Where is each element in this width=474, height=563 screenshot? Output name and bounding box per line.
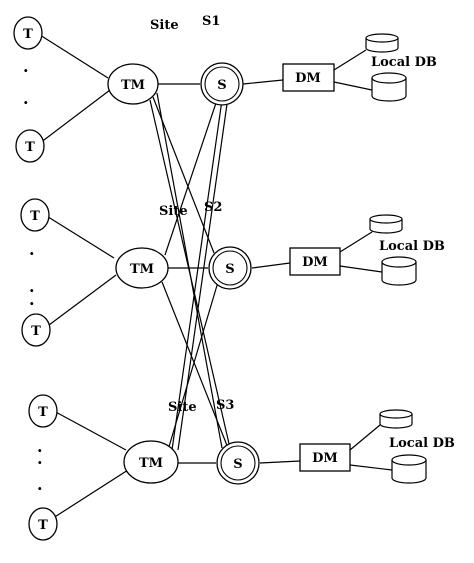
dm-label: DM — [312, 451, 338, 466]
terminal-label: T — [38, 405, 48, 420]
database-cylinder — [391, 454, 427, 484]
scheduler-node: S — [200, 62, 244, 106]
edge-t-tm — [39, 34, 109, 79]
terminal-node: T — [28, 507, 58, 541]
local-db-label: Local DB — [389, 436, 455, 451]
tm-node: TM — [123, 440, 179, 484]
local-db-label: Local DB — [379, 239, 445, 254]
database-cylinder — [381, 256, 417, 286]
tm-label: TM — [130, 262, 154, 277]
tm-label: TM — [121, 78, 145, 93]
connector-lines — [39, 34, 393, 521]
site-id: S3 — [216, 398, 234, 413]
terminal-label: T — [38, 518, 48, 533]
scheduler-label: S — [217, 78, 226, 93]
tm-node: TM — [107, 63, 159, 105]
site-label: Site — [150, 18, 179, 33]
terminal-node: T — [15, 129, 45, 163]
ellipsis-dot: . — [37, 475, 43, 494]
edge-tm2-s3 — [161, 281, 229, 449]
edge-t-tm — [44, 214, 115, 259]
tm-label: TM — [139, 456, 163, 471]
ellipsis-dot: . — [23, 57, 29, 76]
database-cylinder — [365, 33, 399, 53]
ellipsis-dot: . — [29, 290, 35, 309]
site-2: Site S2 T . . . T TM S DM — [20, 198, 445, 347]
edge-t-tm — [51, 409, 127, 451]
tm-node: TM — [115, 247, 169, 289]
site-label: Site — [159, 204, 188, 219]
edge-tm1-s3 — [149, 99, 231, 449]
terminal-label: T — [31, 324, 41, 339]
edge-dm-db — [339, 265, 383, 273]
ellipsis-dot: . — [37, 437, 43, 456]
scheduler-node: S — [208, 246, 252, 290]
terminal-node: T — [20, 198, 50, 232]
database-cylinder — [379, 409, 413, 429]
ellipsis-dot: . — [23, 119, 29, 138]
terminal-label: T — [25, 140, 35, 155]
site-label: Site — [168, 400, 197, 415]
edge-dm-db — [333, 49, 367, 71]
edge-t-tm — [49, 469, 129, 521]
dm-node: DM — [282, 63, 335, 92]
ellipsis-dot: . — [23, 89, 29, 108]
edge-t-tm — [44, 274, 117, 329]
database-cylinder — [369, 214, 403, 234]
edge-tm3-s1 — [177, 96, 229, 451]
site-3: Site S3 T . . . T TM S DM — [28, 394, 455, 541]
ellipsis-dot: . — [29, 240, 35, 259]
dm-node: DM — [299, 443, 351, 472]
dm-label: DM — [302, 255, 328, 270]
scheduler-label: S — [225, 262, 234, 277]
edge-dm-db — [333, 81, 373, 91]
dm-node: DM — [289, 247, 341, 276]
edge-tm3-s2 — [167, 281, 219, 451]
site-1: Site S1 T . . . T TM S DM — [13, 14, 437, 163]
scheduler-label: S — [233, 457, 242, 472]
ellipsis-dot: . — [29, 277, 35, 296]
local-db-label: Local DB — [371, 55, 437, 70]
edge-t-tm — [39, 89, 111, 144]
site-id: S2 — [204, 200, 222, 215]
terminal-label: T — [30, 209, 40, 224]
dm-label: DM — [295, 71, 321, 86]
edge-dm-db — [349, 424, 381, 451]
scheduler-node: S — [216, 441, 260, 485]
edge-s-dm — [242, 79, 284, 85]
edge-tm2-s1 — [164, 96, 219, 256]
edge-dm-db — [339, 231, 373, 253]
site-id: S1 — [202, 14, 220, 29]
terminal-label: T — [23, 27, 33, 42]
ellipsis-dot: . — [37, 449, 43, 468]
edge-dm-db — [349, 464, 393, 471]
database-cylinder — [371, 72, 407, 102]
terminal-node: T — [21, 313, 51, 347]
terminal-node: T — [28, 394, 58, 428]
edge-tm3-s1 — [171, 99, 223, 451]
terminal-node: T — [13, 16, 43, 50]
edge-s-dm — [251, 262, 291, 269]
edge-s-dm — [259, 460, 301, 464]
